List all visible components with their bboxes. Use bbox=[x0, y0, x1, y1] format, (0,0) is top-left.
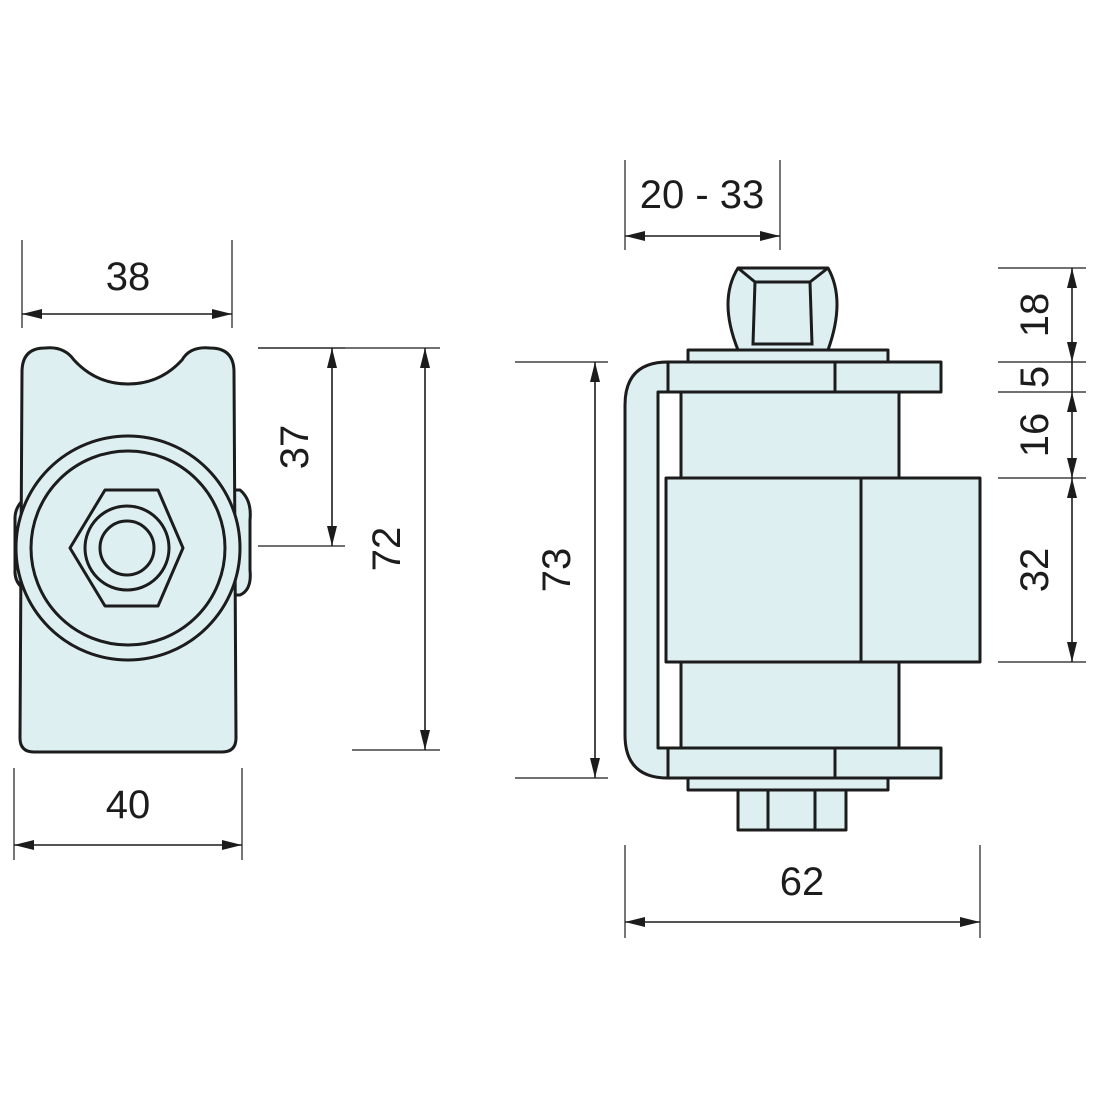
label-16: 16 bbox=[1013, 413, 1057, 458]
dim-front-height: 72 bbox=[258, 347, 440, 751]
dim-overall-width: 62 bbox=[624, 845, 981, 938]
dim-front-width-top: 38 bbox=[21, 240, 233, 328]
label-72: 72 bbox=[365, 527, 409, 572]
side-view bbox=[623, 266, 982, 832]
u-bracket bbox=[623, 360, 670, 780]
upper-barrel bbox=[679, 390, 901, 480]
top-washer bbox=[686, 348, 890, 364]
dim-adjust-range: 20 - 33 bbox=[624, 160, 781, 250]
bolt-thread-inner bbox=[98, 519, 156, 577]
front-view bbox=[13, 346, 252, 754]
bottom-washer bbox=[686, 776, 890, 792]
dim-side-height: 73 bbox=[515, 361, 608, 779]
label-32: 32 bbox=[1013, 548, 1057, 593]
label-73: 73 bbox=[535, 548, 579, 593]
label-38: 38 bbox=[106, 255, 151, 299]
dim-front-slot: 37 bbox=[258, 347, 345, 547]
bottom-nut bbox=[736, 788, 848, 832]
knuckle bbox=[664, 476, 863, 664]
bottom-plate bbox=[666, 746, 943, 780]
label-18: 18 bbox=[1013, 293, 1057, 338]
dim-front-width-bottom: 40 bbox=[13, 768, 243, 860]
label-62: 62 bbox=[780, 860, 825, 904]
label-40: 40 bbox=[106, 783, 151, 827]
lower-barrel bbox=[679, 660, 901, 750]
label-5: 5 bbox=[1013, 366, 1057, 388]
top-cap-nut bbox=[726, 266, 839, 352]
top-plate bbox=[666, 360, 943, 394]
label-37: 37 bbox=[273, 425, 317, 470]
knuckle-leaf bbox=[859, 476, 982, 664]
bolt-thread-outer bbox=[83, 504, 171, 592]
washer-inner bbox=[29, 449, 227, 647]
label-20-33: 20 - 33 bbox=[640, 173, 765, 217]
dim-right-stack: 18 5 16 32 bbox=[998, 267, 1086, 663]
